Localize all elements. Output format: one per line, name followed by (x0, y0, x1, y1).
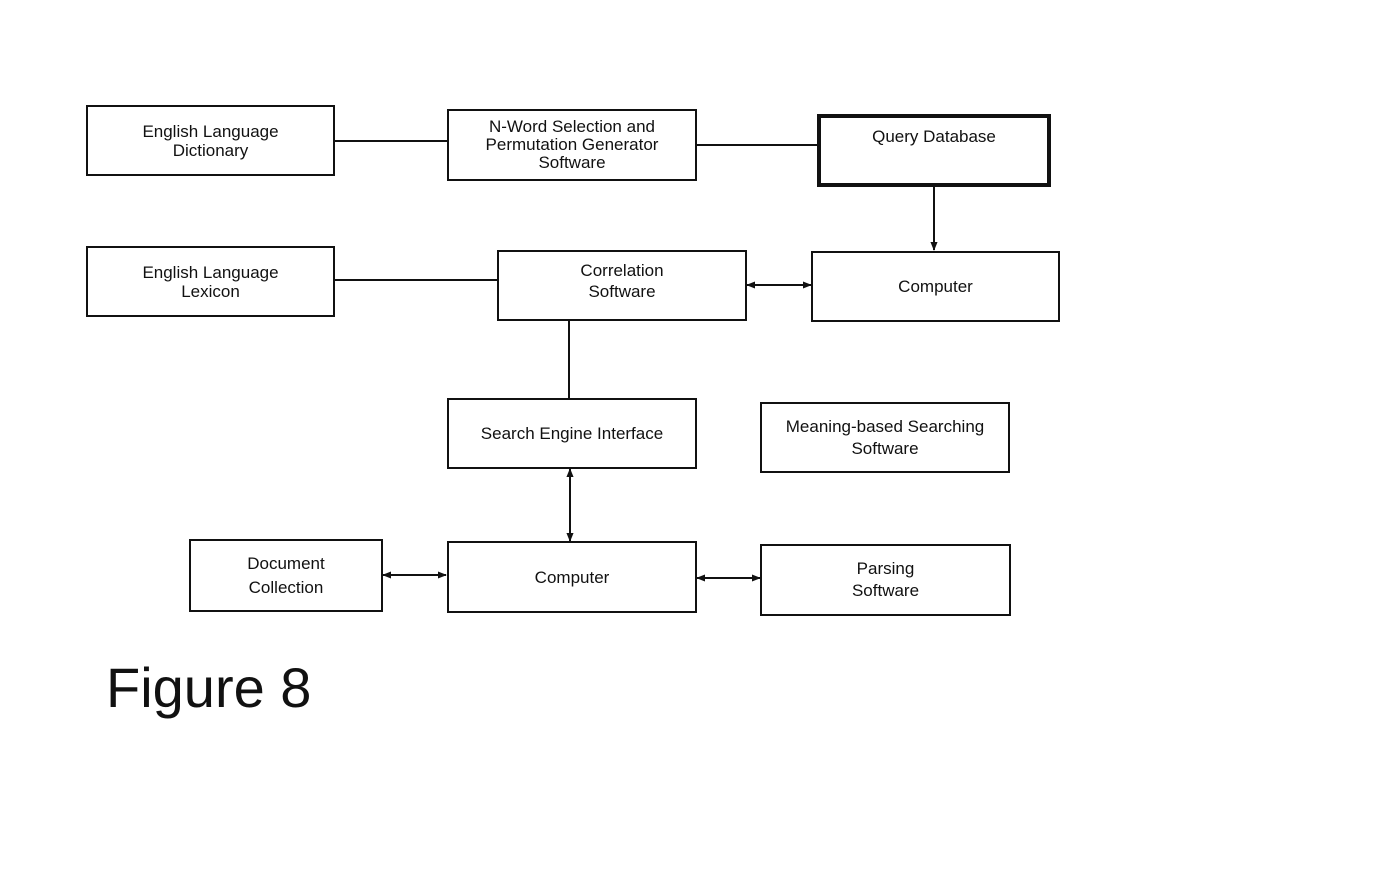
figure-caption: Figure 8 (106, 656, 312, 719)
computer-top-box: Computer (811, 251, 1060, 322)
document-collection-label: Document Collection (247, 553, 325, 597)
parsing-software-box: Parsing Software (760, 544, 1011, 616)
query-database-box: Query Database (817, 114, 1051, 187)
computer-bottom-box: Computer (447, 541, 697, 613)
computer-top-label: Computer (898, 277, 973, 296)
english-lexicon-label: English Language Lexicon (142, 262, 279, 301)
meaning-based-searching-label: Meaning-based Searching Software (785, 416, 985, 458)
computer-bottom-label: Computer (534, 567, 610, 587)
parsing-software-label: Parsing Software (851, 559, 920, 600)
english-dictionary-box: English Language Dictionary (86, 105, 335, 176)
search-engine-interface-label: Search Engine Interface (480, 424, 664, 443)
document-collection-box: Document Collection (189, 539, 383, 612)
english-dictionary-label: English Language Dictionary (142, 121, 279, 160)
search-engine-interface-box: Search Engine Interface (447, 398, 697, 469)
nword-selection-box: N-Word Selection and Permutation Generat… (447, 109, 697, 181)
correlation-software-box: Correlation Software (497, 250, 747, 321)
english-lexicon-box: English Language Lexicon (86, 246, 335, 317)
query-database-label: Query Database (872, 127, 996, 146)
correlation-software-label: Correlation Software (580, 261, 664, 301)
nword-selection-label: N-Word Selection and Permutation Generat… (485, 117, 659, 172)
meaning-based-searching-box: Meaning-based Searching Software (760, 402, 1010, 473)
